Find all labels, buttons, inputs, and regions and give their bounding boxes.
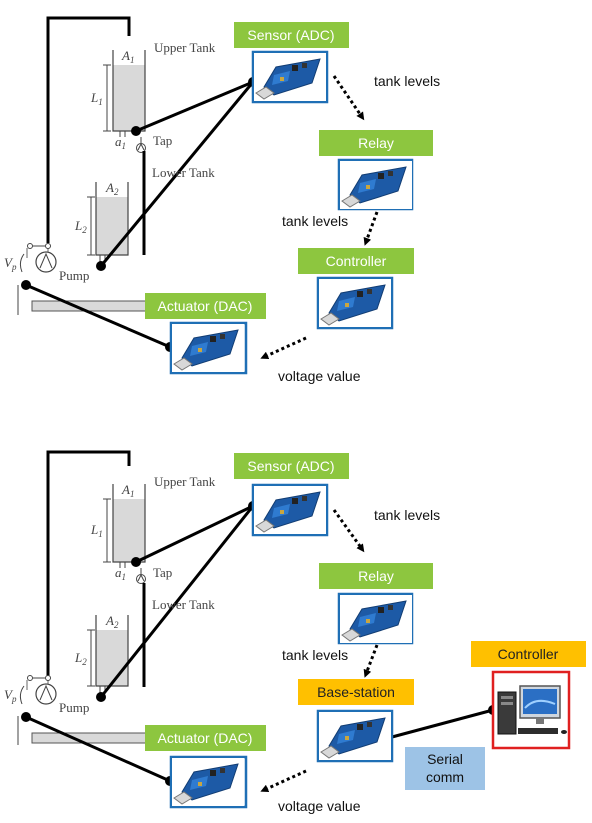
usb-board-icon xyxy=(253,485,327,535)
svg-text:A1: A1 xyxy=(121,48,134,65)
bottom-serial-comm-line2: comm xyxy=(426,769,464,785)
bottom-serial-comm-line1: Serial xyxy=(427,751,463,767)
bottom-out1-label: a xyxy=(115,565,122,580)
top-a1-sub: 1 xyxy=(130,55,135,65)
bottom-arrow-relay-basestation xyxy=(363,644,379,678)
svg-text:A1: A1 xyxy=(121,482,134,499)
top-tank-levels-2: tank levels xyxy=(282,213,348,229)
bottom-relay-label: Relay xyxy=(358,568,394,584)
bottom-voltage-value: voltage value xyxy=(278,798,361,814)
svg-text:a1: a1 xyxy=(115,565,126,582)
bottom-panel: Sensor (ADC) Relay Base-station Controll… xyxy=(4,450,586,814)
bottom-controller-label: Controller xyxy=(498,646,559,662)
bottom-tank-levels-2: tank levels xyxy=(282,647,348,663)
bottom-upper-tank-label: Upper Tank xyxy=(154,474,216,489)
bottom-serial-comm-box xyxy=(405,747,485,790)
usb-board-icon xyxy=(318,278,392,328)
bottom-a1-label: A xyxy=(121,482,130,497)
top-a2-sub: 2 xyxy=(114,187,119,197)
top-arrow-sensor-relay xyxy=(332,75,365,121)
top-lower-tank-water xyxy=(96,197,128,255)
top-upper-tank-label: Upper Tank xyxy=(154,40,216,55)
bottom-arrow-basestation-actuator xyxy=(260,769,307,792)
top-sensor-label-box xyxy=(234,22,349,48)
top-pipe-frame xyxy=(46,16,131,243)
bottom-l2-sub: 2 xyxy=(82,657,87,667)
top-tap-label: Tap xyxy=(153,133,172,148)
svg-text:A2: A2 xyxy=(105,613,119,630)
top-out1-sub: 1 xyxy=(122,141,127,151)
bottom-a2-sub: 2 xyxy=(114,620,119,630)
top-a1-label: A xyxy=(121,48,130,63)
bottom-out1-sub: 1 xyxy=(122,572,127,582)
bottom-lower-tank xyxy=(95,615,129,687)
top-l2-label: L xyxy=(74,218,82,233)
top-arrow-relay-controller xyxy=(363,211,379,246)
top-l1-label: L xyxy=(90,90,98,105)
bottom-tap-label: Tap xyxy=(153,565,172,580)
bottom-tank-levels-1: tank levels xyxy=(374,507,440,523)
svg-text:L2: L2 xyxy=(74,218,87,235)
top-upper-tank-water xyxy=(113,65,145,131)
bottom-l1-label: L xyxy=(90,522,98,537)
usb-board-icon xyxy=(171,757,245,807)
top-tank-levels-1: tank levels xyxy=(374,73,440,89)
svg-text:Vp: Vp xyxy=(4,687,17,704)
top-vp-label: V xyxy=(4,255,14,270)
top-actuator-label: Actuator (DAC) xyxy=(158,298,253,314)
top-pump-label: Pump xyxy=(59,268,89,283)
top-upper-tank xyxy=(112,50,146,132)
top-l2-sub: 2 xyxy=(82,225,87,235)
top-voltage-value: voltage value xyxy=(278,368,361,384)
top-vp-sub: p xyxy=(11,262,17,272)
top-panel: Sensor (ADC) Relay Controller Actuator (… xyxy=(4,16,440,384)
top-a2-label: A xyxy=(105,180,114,195)
bottom-lower-tank-label: Lower Tank xyxy=(152,597,215,612)
svg-text:L1: L1 xyxy=(90,90,103,107)
svg-text:a1: a1 xyxy=(115,134,126,151)
bottom-l1-sub: 1 xyxy=(98,529,103,539)
top-lower-tank-label: Lower Tank xyxy=(152,165,215,180)
svg-text:L1: L1 xyxy=(90,522,103,539)
bottom-lower-tank-water xyxy=(96,630,128,686)
bottom-vp-label: V xyxy=(4,687,14,702)
bottom-sensor-label: Sensor (ADC) xyxy=(247,458,334,474)
bottom-pipe-frame xyxy=(46,450,131,676)
svg-text:Vp: Vp xyxy=(4,255,17,272)
top-out1-label: a xyxy=(115,134,122,149)
top-relay-label: Relay xyxy=(358,135,394,151)
top-arrow-controller-actuator xyxy=(260,336,307,359)
bottom-actuator-label: Actuator (DAC) xyxy=(158,730,253,746)
bottom-pump-label: Pump xyxy=(59,700,89,715)
bottom-base-station-label: Base-station xyxy=(317,684,395,700)
top-sensor-label: Sensor (ADC) xyxy=(247,27,334,43)
svg-text:A2: A2 xyxy=(105,180,119,197)
usb-board-icon xyxy=(339,160,413,210)
usb-board-icon xyxy=(171,323,245,373)
top-pump-icon xyxy=(35,251,57,273)
usb-board-icon xyxy=(339,594,413,644)
usb-board-icon xyxy=(318,711,392,761)
top-controller-label: Controller xyxy=(326,253,387,269)
top-l1-sub: 1 xyxy=(98,97,103,107)
bottom-upper-tank xyxy=(112,484,146,563)
bottom-a1-sub: 1 xyxy=(130,489,135,499)
bottom-upper-tank-water xyxy=(113,499,145,562)
bottom-pump-icon xyxy=(35,683,57,705)
svg-text:L2: L2 xyxy=(74,650,87,667)
usb-board-icon xyxy=(253,52,327,102)
bottom-arrow-sensor-relay xyxy=(332,509,365,553)
bottom-a2-label: A xyxy=(105,613,114,628)
bottom-vp-sub: p xyxy=(11,694,17,704)
bottom-l2-label: L xyxy=(74,650,82,665)
